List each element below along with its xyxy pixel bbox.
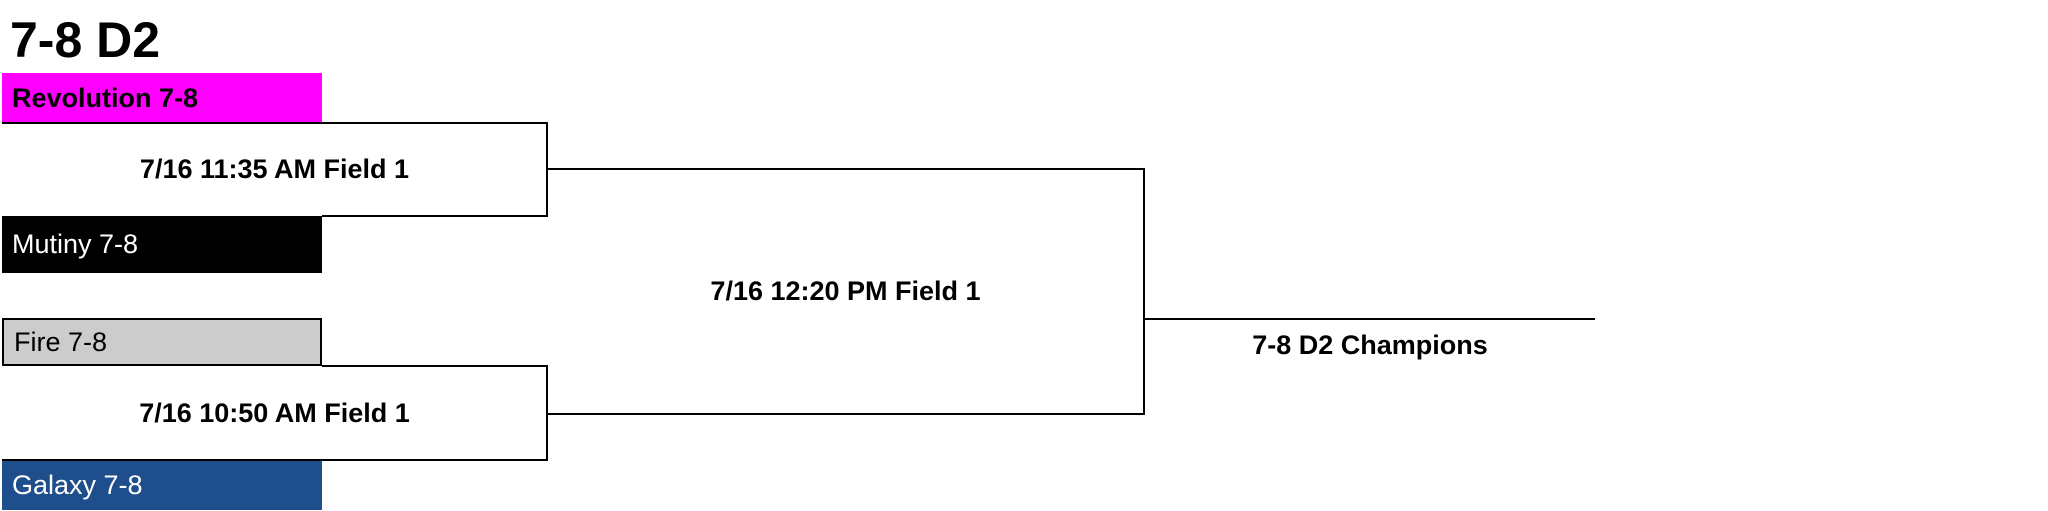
bracket-line-semi-bottom-upper <box>322 365 548 367</box>
bracket-line-champion <box>1145 318 1595 320</box>
bracket-line-semi-top-lower <box>322 215 548 217</box>
bracket-line-final-side <box>1143 168 1145 415</box>
champion-label: 7-8 D2 Champions <box>1252 330 1488 360</box>
bracket-line-final-upper <box>548 168 1145 170</box>
bracket-line-final-lower <box>548 413 1145 415</box>
bracket-line-semi-bottom-side <box>546 365 548 461</box>
game-label-semi-bottom: 7/16 10:50 AM Field 1 <box>139 398 410 428</box>
team-mutiny: Mutiny 7-8 <box>2 216 322 273</box>
bracket-line-semi-bottom-lower <box>2 459 548 461</box>
page-title: 7-8 D2 <box>10 12 161 68</box>
team-fire: Fire 7-8 <box>2 318 322 366</box>
bracket-line-semi-top-upper <box>2 122 548 124</box>
game-label-semi-top: 7/16 11:35 AM Field 1 <box>139 154 410 184</box>
team-galaxy: Galaxy 7-8 <box>2 460 322 510</box>
bracket-line-semi-top-side <box>546 122 548 217</box>
game-label-final: 7/16 12:20 PM Field 1 <box>710 276 981 306</box>
team-revolution: Revolution 7-8 <box>2 73 322 123</box>
